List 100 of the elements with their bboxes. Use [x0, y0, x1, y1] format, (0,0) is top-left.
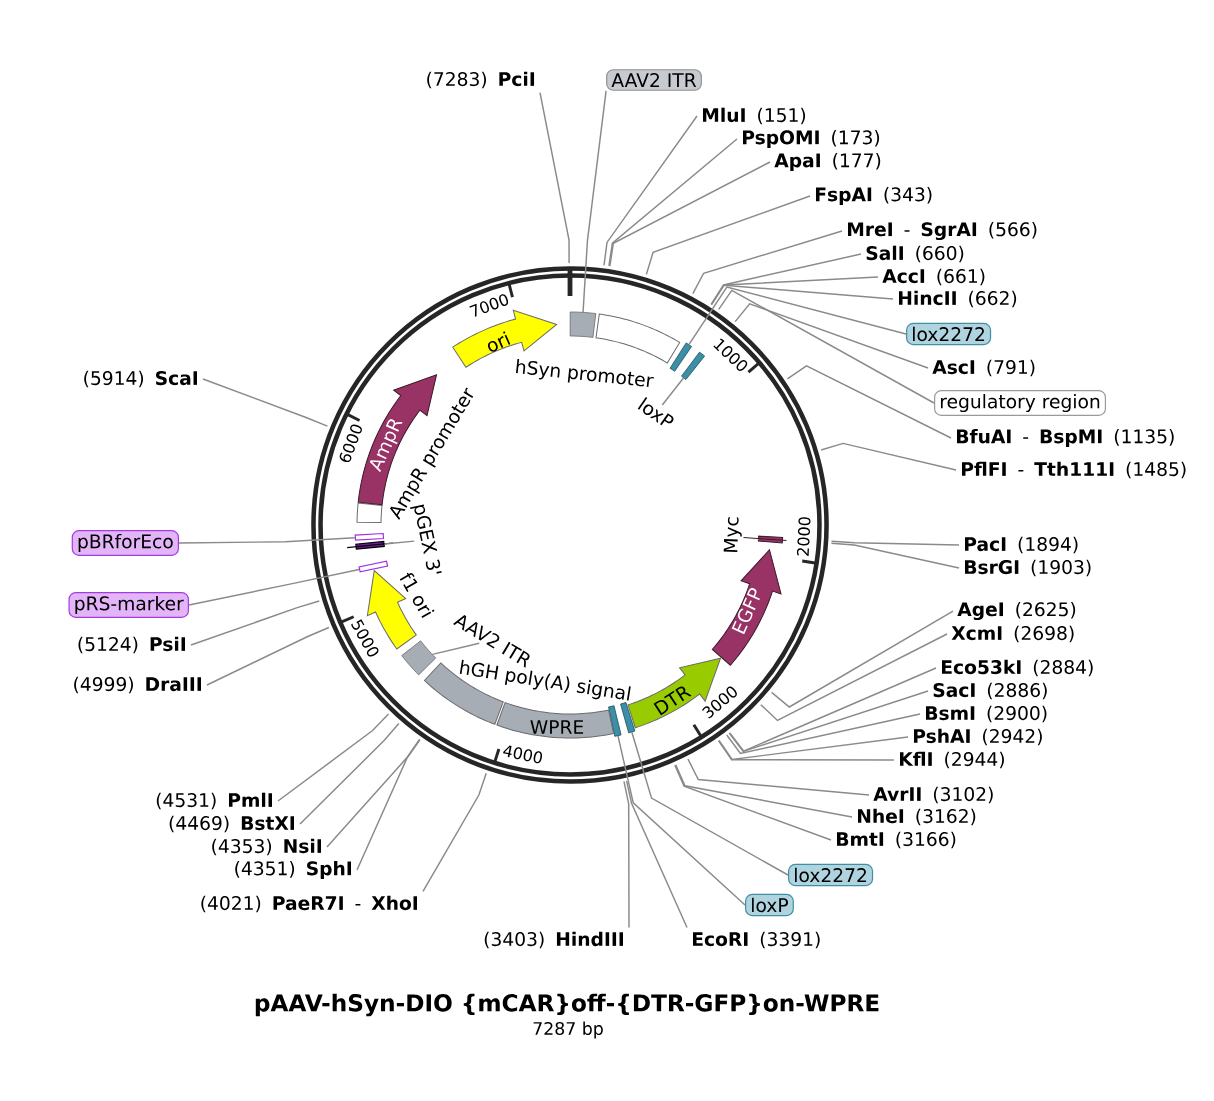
leader-line: [674, 764, 853, 818]
leader-line: [190, 600, 320, 646]
leader-line: [710, 253, 862, 306]
site-label: BfuAI - BspMI (1135): [957, 429, 1174, 448]
caption: 7287 bp: [533, 1021, 603, 1039]
leader-line: [625, 780, 688, 929]
feature-tag: AAV2 ITR: [606, 69, 702, 91]
leader-line: [830, 542, 960, 569]
site-label: (4999) DraIII: [74, 676, 201, 694]
feature-tag: regulatory region: [934, 390, 1107, 416]
tick-label: 4000: [503, 745, 543, 764]
leader-line: [687, 758, 870, 796]
site-label: ApaI (177): [774, 152, 881, 172]
leader-line: [582, 90, 607, 313]
leader-line: [770, 610, 954, 708]
site-label: PspOMI (173): [743, 129, 880, 149]
site-label: KflI (2944): [900, 751, 1004, 769]
site-label: HincII (662): [899, 290, 1017, 308]
feature-box: [669, 342, 692, 372]
site-label: MreI - SgrAI (566): [848, 221, 1037, 241]
leader-line: [206, 626, 330, 686]
tick-label: 2000: [796, 517, 811, 556]
title: pAAV-hSyn-DIO {mCAR}off-{DTR-GFP}on-WPRE: [255, 993, 879, 1017]
site-label: AgeI (2625): [957, 601, 1076, 621]
site-label: EcoRI (3391): [693, 931, 820, 949]
feature-box: WPRE: [496, 702, 614, 739]
site-label: (4021) PaeR7I - XhoI: [201, 895, 417, 913]
site-label: (3403) HindIII: [484, 931, 624, 949]
site-label: AscI (791): [932, 359, 1035, 377]
site-label: PacI (1894): [965, 536, 1078, 554]
leader-line: [326, 738, 421, 848]
site-label: BsrGI (1903): [965, 559, 1091, 577]
feature-tag: lox2272: [788, 863, 874, 887]
leader-line: [725, 713, 921, 755]
site-label: FspAI (343): [816, 186, 932, 206]
leader-line: [422, 772, 487, 893]
leader-line: [734, 302, 929, 369]
site-label: PshAI (2942): [914, 728, 1042, 746]
site-label: (4351) SphI: [235, 861, 351, 880]
leader-line: [277, 713, 390, 802]
feature-tag: loxP: [745, 893, 794, 917]
primer-mark: [346, 540, 394, 550]
site-label: NheI (3162): [858, 808, 976, 826]
leader-line: [617, 735, 746, 906]
leader-line: [645, 195, 811, 276]
primer-mark: [358, 560, 389, 573]
site-label: AvrII (3102): [873, 786, 993, 804]
leader-line: [609, 161, 771, 267]
leader-line: [623, 780, 630, 929]
leader-line: [692, 230, 843, 295]
leader-line: [728, 667, 937, 752]
feature-label: loxP: [637, 397, 674, 426]
leader-line: [786, 365, 952, 439]
site-label: (7283) PciI: [427, 71, 535, 89]
site-label: SalI (660): [866, 245, 964, 263]
leader-line: [188, 568, 360, 606]
leader-line: [710, 284, 894, 306]
site-label: (5124) PsiI: [78, 636, 186, 654]
leader-line: [718, 736, 909, 761]
leader-line: [202, 378, 329, 427]
leader-line: [688, 286, 907, 346]
feature-label: f1 ori: [399, 572, 435, 618]
feature-tag: pRS-marker: [68, 592, 189, 618]
feature-box: [620, 702, 636, 734]
leader-line: [178, 536, 356, 544]
leader-line: [820, 442, 957, 471]
leader-line: [539, 91, 570, 264]
leader-line: [603, 115, 698, 266]
leader-line: [631, 731, 789, 876]
feature-box: [401, 640, 437, 676]
feature-tag: lox2272: [906, 322, 992, 346]
feature-box: [569, 311, 597, 338]
leader-line: [830, 540, 960, 546]
leader-line: [717, 740, 895, 761]
leader-line: [661, 377, 685, 406]
site-label: (4531) PmlI: [156, 792, 272, 810]
site-label: XcmI (2698): [951, 625, 1074, 643]
leader-line: [674, 764, 832, 841]
site-label: Eco53kI (2884): [942, 659, 1093, 677]
site-label: (4469) BstXI: [169, 815, 294, 833]
feature-box: [681, 351, 705, 380]
leader-line: [383, 540, 415, 545]
site-label: AccI (661): [882, 268, 985, 286]
leader-line: [728, 690, 929, 753]
leader-line: [431, 642, 480, 656]
leader-line: [356, 739, 421, 871]
feature-tag: pBRforEco: [71, 530, 179, 556]
feature-box: [608, 705, 622, 737]
site-label: BmtI (3166): [837, 831, 956, 849]
leader-line: [760, 633, 948, 722]
site-label: BsmI (2900): [926, 705, 1047, 723]
site-label: (4353) NsiI: [212, 838, 321, 856]
leader-line: [718, 289, 935, 404]
leader-line: [608, 138, 738, 267]
site-label: (5914) ScaI: [84, 370, 197, 388]
leader-line: [299, 722, 400, 825]
site-label: SacI (2886): [933, 682, 1047, 700]
primer-mark: [354, 532, 385, 541]
site-label: MluI (151): [703, 107, 806, 125]
site-label: PflFI - Tth111I (1485): [962, 461, 1186, 479]
